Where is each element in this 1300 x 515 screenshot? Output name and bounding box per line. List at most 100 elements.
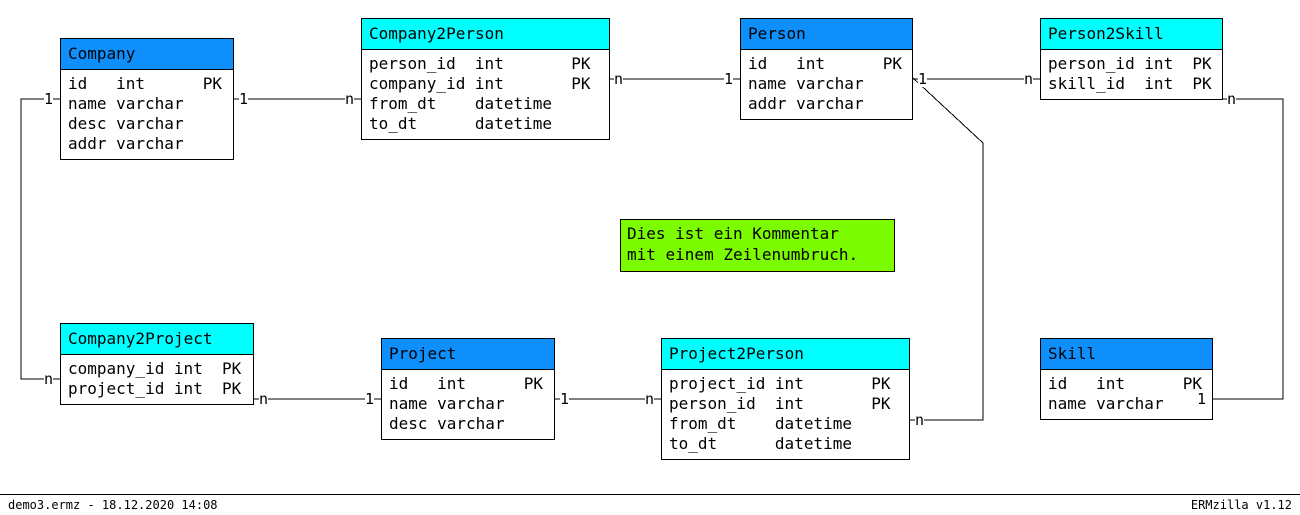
cardinality-label: n	[1227, 90, 1237, 108]
entity-title-company: Company	[61, 39, 233, 70]
cardinality-label: 1	[44, 90, 54, 108]
attribute-name: name	[68, 94, 107, 113]
cardinality-label: n	[614, 70, 624, 88]
attribute-type: varchar	[116, 94, 184, 113]
attribute-row[interactable]: to_dt datetime	[362, 114, 609, 134]
attribute-type: varchar	[116, 114, 184, 133]
relation-line-company-company2project	[20, 98, 60, 380]
cardinality-label: n	[915, 411, 925, 429]
attribute-name: to_dt	[669, 434, 718, 453]
comment-note-line-0: Dies ist ein Kommentar	[627, 224, 839, 243]
cardinality-label: 1	[918, 70, 928, 88]
comment-note-line-1: mit einem Zeilenumbruch.	[627, 245, 859, 264]
attribute-name: project_id	[68, 379, 165, 398]
entity-title-company2project: Company2Project	[61, 324, 253, 355]
attribute-name: company_id	[369, 74, 466, 93]
attribute-key-flag: PK	[1192, 54, 1212, 73]
entity-title-skill: Skill	[1041, 339, 1212, 370]
entity-title-project: Project	[382, 339, 554, 370]
attribute-type: varchar	[437, 414, 505, 433]
attribute-key-flag	[193, 134, 222, 154]
relation-line-person2skill-skill	[1213, 98, 1284, 400]
attribute-type: int	[1144, 74, 1174, 93]
footer-file-label: demo3.ermz - 18.12.2020 14:08	[8, 498, 218, 512]
attribute-key-flag: PK	[222, 379, 242, 398]
attribute-name: name	[389, 394, 428, 413]
attribute-name: addr	[68, 134, 107, 153]
attribute-type: int	[474, 74, 504, 93]
cardinality-label: n	[44, 370, 54, 388]
attribute-row[interactable]: desc varchar	[382, 414, 554, 434]
cardinality-label: 1	[1197, 390, 1207, 408]
cardinality-label: 1	[365, 390, 375, 408]
attribute-type: int	[774, 374, 804, 393]
attribute-name: from_dt	[669, 414, 737, 433]
attribute-row[interactable]: name varchar	[61, 94, 233, 114]
attribute-name: from_dt	[369, 94, 437, 113]
entity-title-company2person: Company2Person	[362, 19, 609, 50]
attribute-type: int	[1096, 374, 1126, 393]
attribute-type: datetime	[474, 114, 552, 133]
attribute-type: int	[796, 54, 826, 73]
attribute-key-flag	[514, 414, 543, 434]
attribute-type: int	[173, 379, 203, 398]
cardinality-label: 1	[724, 70, 734, 88]
comment-note[interactable]: Dies ist ein Kommentar mit einem Zeilenum…	[620, 219, 895, 272]
attribute-type: varchar	[796, 94, 864, 113]
attribute-key-flag: PK	[222, 359, 242, 378]
attribute-name: desc	[389, 414, 428, 433]
attribute-name: name	[748, 74, 787, 93]
attribute-key-flag	[873, 94, 902, 114]
attribute-name: to_dt	[369, 114, 418, 133]
attribute-row[interactable]: project_id int PK	[61, 379, 253, 399]
cardinality-label: 1	[560, 390, 570, 408]
attribute-key-flag	[193, 114, 222, 134]
attribute-name: project_id	[669, 374, 766, 393]
attribute-key-flag: PK	[571, 74, 591, 93]
attribute-key-flag	[193, 94, 222, 114]
attribute-type: varchar	[1096, 394, 1164, 413]
attribute-key-flag: PK	[882, 54, 903, 73]
attribute-row[interactable]: id int PK	[1041, 374, 1212, 394]
attribute-name: id	[1048, 374, 1068, 393]
attribute-row[interactable]: company_id int PK	[362, 74, 609, 94]
cardinality-label: n	[1024, 70, 1034, 88]
attribute-key-flag: PK	[1182, 374, 1203, 393]
cardinality-label: 1	[239, 90, 249, 108]
attribute-name: company_id	[68, 359, 165, 378]
attribute-name: id	[68, 74, 88, 93]
attribute-key-flag: PK	[202, 74, 223, 93]
attribute-type: int	[437, 374, 467, 393]
